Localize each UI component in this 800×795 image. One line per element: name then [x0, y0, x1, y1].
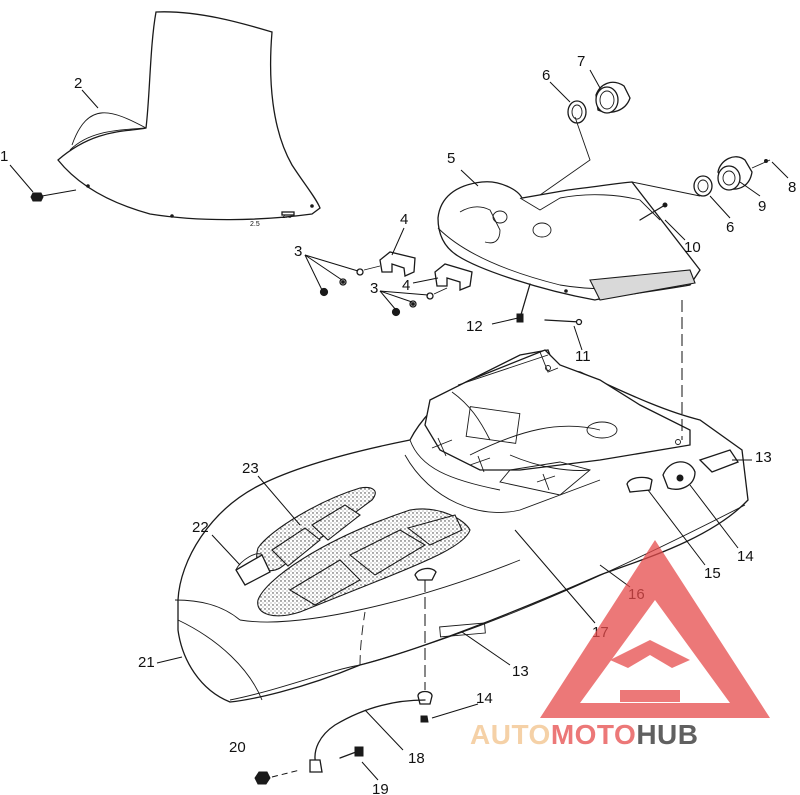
callout-7: 7	[577, 53, 585, 70]
callout-4a: 4	[400, 211, 408, 228]
callout-14b: 14	[476, 690, 493, 707]
svg-text:2.5: 2.5	[250, 221, 260, 228]
bracket-4a	[379, 251, 416, 277]
bolt-19	[339, 746, 364, 759]
watermark-logo: AUTOMOTOHUB	[470, 540, 770, 750]
ring-6a	[567, 100, 587, 124]
callout-3a: 3	[294, 243, 302, 260]
watermark-triangle-icon	[540, 540, 770, 718]
bolt-12	[516, 283, 531, 323]
callout-23: 23	[242, 460, 259, 477]
instrument-console	[437, 181, 701, 301]
bracket-4b	[434, 263, 473, 291]
callout-13b: 13	[512, 663, 529, 680]
svg-text:AUTOMOTOHUB: AUTOMOTOHUB	[470, 719, 698, 750]
gauge-9	[717, 156, 771, 191]
cable-18	[309, 699, 426, 773]
callout-12: 12	[466, 318, 483, 335]
ring-6b	[693, 175, 713, 197]
callout-3b: 3	[370, 280, 378, 297]
fasteners-3b	[391, 287, 448, 317]
screw-1	[30, 189, 77, 202]
callout-20: 20	[229, 739, 246, 756]
watermark-text-moto: MOTO	[551, 719, 636, 750]
hood	[174, 300, 749, 703]
callout-15: 15	[704, 565, 721, 582]
gauge-7	[595, 81, 631, 114]
svg-text:2.5: 2.5	[282, 213, 292, 220]
callout-5: 5	[447, 150, 455, 167]
grommet-14	[417, 690, 433, 705]
screw-14b	[420, 715, 429, 723]
callout-6b: 6	[726, 219, 734, 236]
callout-14a: 14	[737, 548, 754, 565]
callout-19: 19	[372, 781, 389, 795]
callout-22: 22	[192, 519, 209, 536]
callout-13a: 13	[755, 449, 772, 466]
callout-11: 11	[575, 348, 591, 365]
fasteners-3a	[319, 265, 381, 297]
leader-lines	[9, 69, 789, 781]
watermark-text-auto: AUTO	[470, 719, 551, 750]
callout-6a: 6	[542, 67, 550, 84]
callout-8: 8	[788, 179, 796, 196]
callout-9: 9	[758, 198, 766, 215]
callout-2: 2	[74, 75, 82, 92]
callout-18: 18	[408, 750, 425, 767]
callout-1: 1	[0, 148, 8, 165]
pin-11	[544, 318, 583, 326]
callout-4b: 4	[402, 277, 410, 294]
nut-20	[254, 769, 301, 785]
callout-21: 21	[138, 654, 155, 671]
cable-10	[639, 202, 668, 221]
watermark-text-hub: HUB	[636, 719, 698, 750]
windshield: 2.5 2.5	[57, 11, 321, 228]
callout-10: 10	[684, 239, 701, 256]
